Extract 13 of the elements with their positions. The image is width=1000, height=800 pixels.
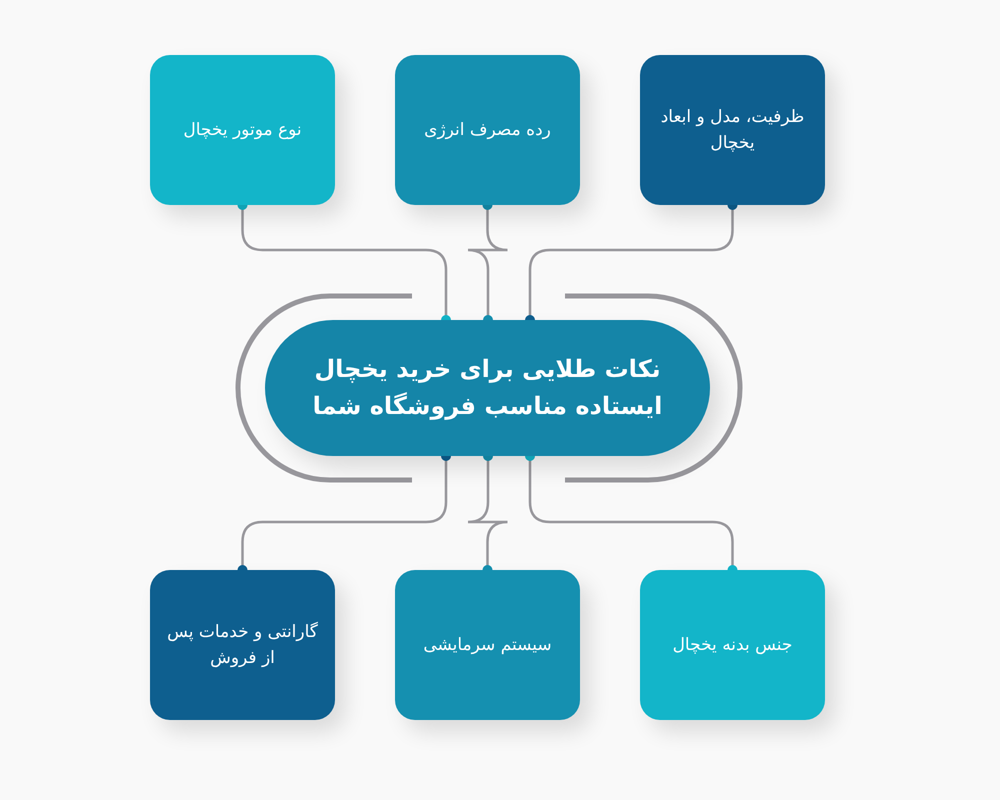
topic-text: رده مصرف انرژی <box>424 118 551 142</box>
topic-card <box>395 55 580 205</box>
topic-text: نوع موتور یخچال <box>183 118 302 142</box>
topic-card <box>640 570 825 720</box>
topic-text: جنس بدنه یخچال <box>672 634 792 657</box>
topic-text: گارانتی و خدمات پس از فروش <box>166 620 319 670</box>
topic-card <box>640 55 825 205</box>
topic-card <box>395 570 580 720</box>
topic-text: ظرفیت، مدل و ابعاد یخچال <box>660 106 806 155</box>
heading-text: نکات طلایی برای خرید یخچال ایستاده مناسب فروشگاه شما <box>312 354 664 422</box>
topic-card <box>150 55 335 205</box>
topic-text: سیستم سرمایشی <box>423 634 552 657</box>
topic-card <box>150 570 335 720</box>
